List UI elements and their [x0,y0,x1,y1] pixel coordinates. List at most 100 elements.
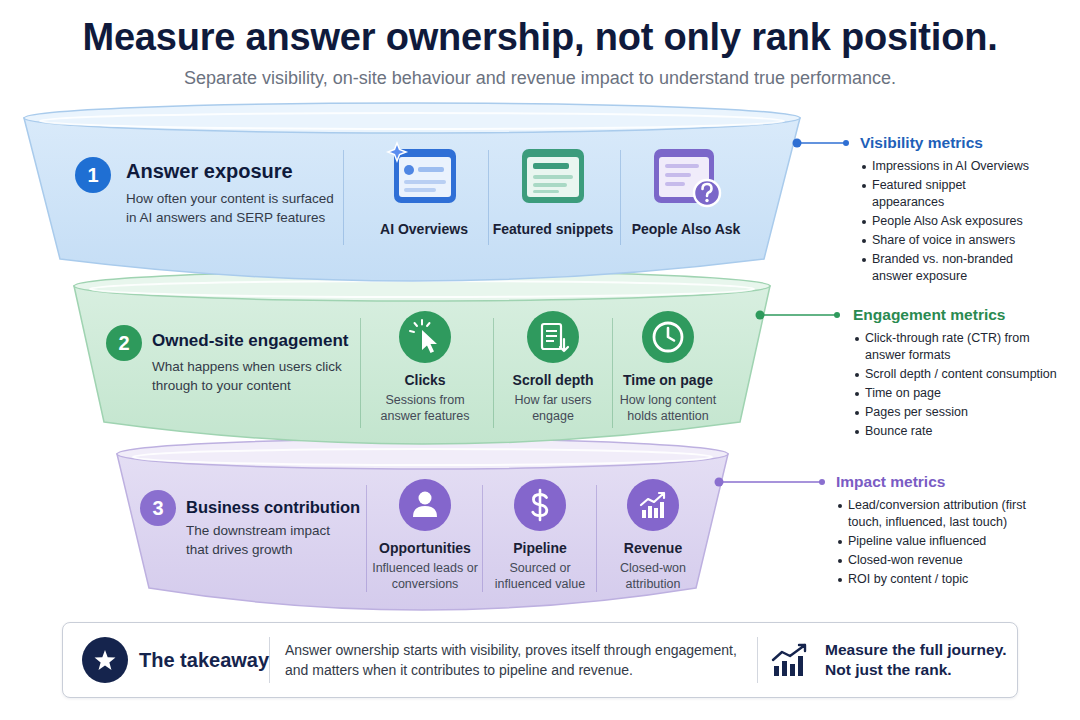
metric-item: Featured snippet appearances [872,177,1040,211]
metrics-panel: Visibility metricsImpressions in AI Over… [860,133,1040,287]
star [95,650,116,670]
leader-line [797,142,846,144]
metric-row: Pages per session [853,404,1065,421]
dollar-bar [539,490,542,520]
rect-shape [665,182,685,186]
bullet-dot [855,411,859,415]
feature-title: Scroll depth [495,372,611,389]
takeaway-heading: The takeaway [139,648,267,672]
rect-shape [774,666,779,676]
item-icon [527,311,579,363]
band-heading: Answer exposure [126,159,341,184]
band-divider [596,485,597,592]
band-divider [343,150,344,245]
metric-item: Lead/conversion attribution (first touch… [848,497,1040,531]
answer-feature-item: Time on pageHow long content holds atten… [610,311,726,436]
bullet-dot [862,258,866,262]
star-badge [82,637,128,683]
band-body [74,286,770,444]
icon-disc [399,311,451,363]
question-mark [703,184,712,196]
metric-row: ROI by content / topic [836,571,1040,588]
answer-feature-item: OpportunitiesInfluenced leads or convers… [369,479,481,604]
item-icon [650,143,722,209]
item-icon [514,479,566,531]
circle-shape [82,637,128,683]
answer-feature-item: ClicksSessions from answer features [367,311,483,436]
takeaway-divider [269,637,270,683]
item-icon [399,479,451,531]
clock-hands [668,328,674,341]
item-icon [517,143,589,209]
answer-feature-item: Scroll depthHow far users engage [495,311,611,436]
band-rim-highlight [133,449,712,465]
metric-item: Impressions in AI Overviews [872,158,1040,175]
feature-description: Influenced leads or conversions [369,560,481,593]
diagram-subtitle: Separate visibility, on-site behaviour a… [0,66,1080,90]
metric-row: Time on page [853,385,1065,402]
band-rim [74,271,770,301]
circle-shape [75,157,111,193]
feature-description: Sourced or influenced value [484,560,596,593]
takeaway-body: Answer ownership starts with visibility,… [285,640,750,680]
rect-shape [527,157,579,197]
band-description: How often your content is surfaced in AI… [126,190,338,228]
metric-row: Closed-won revenue [836,552,1040,569]
bullet-dot [855,337,859,341]
person-head [419,492,432,505]
feature-title: AI Overviews [362,221,486,238]
question-badge [694,180,720,206]
trend-arrow [641,493,664,505]
answer-feature-item: People Also Ask [624,143,748,263]
band-divider [493,318,494,428]
feature-title: Revenue [597,540,709,557]
answer-feature-item: AI Overviews [362,143,486,263]
rect-shape [533,163,569,169]
band-rim-highlight [90,281,754,297]
circle-shape [654,323,682,351]
rect-shape [546,330,557,332]
takeaway-box: The takeaway Answer ownership starts with… [62,622,1018,698]
step-number-circle: 1 [75,157,111,193]
metrics-panel: Impact metricsLead/conversion attributio… [836,472,1040,590]
item-icon [388,143,460,209]
leader-line [760,314,837,316]
rect-shape [654,508,658,518]
rect-shape [522,149,584,203]
cursor [422,330,437,353]
feature-title: Featured snippets [491,221,615,238]
band-description: The downstream impact that drives growth [186,522,351,560]
metric-item: Bounce rate [865,423,1065,440]
rect-shape [399,157,451,197]
feature-title: Pipeline [484,540,596,557]
rect-shape [542,324,561,349]
band-divider [366,485,367,592]
path-shape [773,645,805,660]
rect-shape [665,173,691,177]
answer-feature-item: RevenueClosed-won attribution [597,479,709,604]
rect-shape [782,661,787,676]
item-icon [627,479,679,531]
metric-item: Scroll depth / content consumption [865,366,1065,383]
rect-shape [648,506,652,518]
rect-shape [533,190,559,193]
takeaway-divider [757,637,758,683]
band-heading: Owned-site engagement [152,330,357,351]
feature-description: How long content holds attention [610,392,726,425]
circle-shape [140,490,176,526]
circle-shape [106,325,142,361]
metrics-heading: Engagement metrics [853,305,1065,325]
icon-disc [399,479,451,531]
bullet-dot [862,165,866,169]
step-number: 1 [75,157,111,193]
click-rays [410,320,430,332]
band-rim-highlight [40,113,784,129]
item-icon [642,311,694,363]
metric-row: People Also Ask exposures [860,213,1040,230]
rect-shape [660,502,664,518]
bullet-dot [855,392,859,396]
rect-shape [798,656,803,676]
band-rim [117,439,728,469]
step-number-circle: 3 [140,490,176,526]
rect-shape [418,167,444,172]
